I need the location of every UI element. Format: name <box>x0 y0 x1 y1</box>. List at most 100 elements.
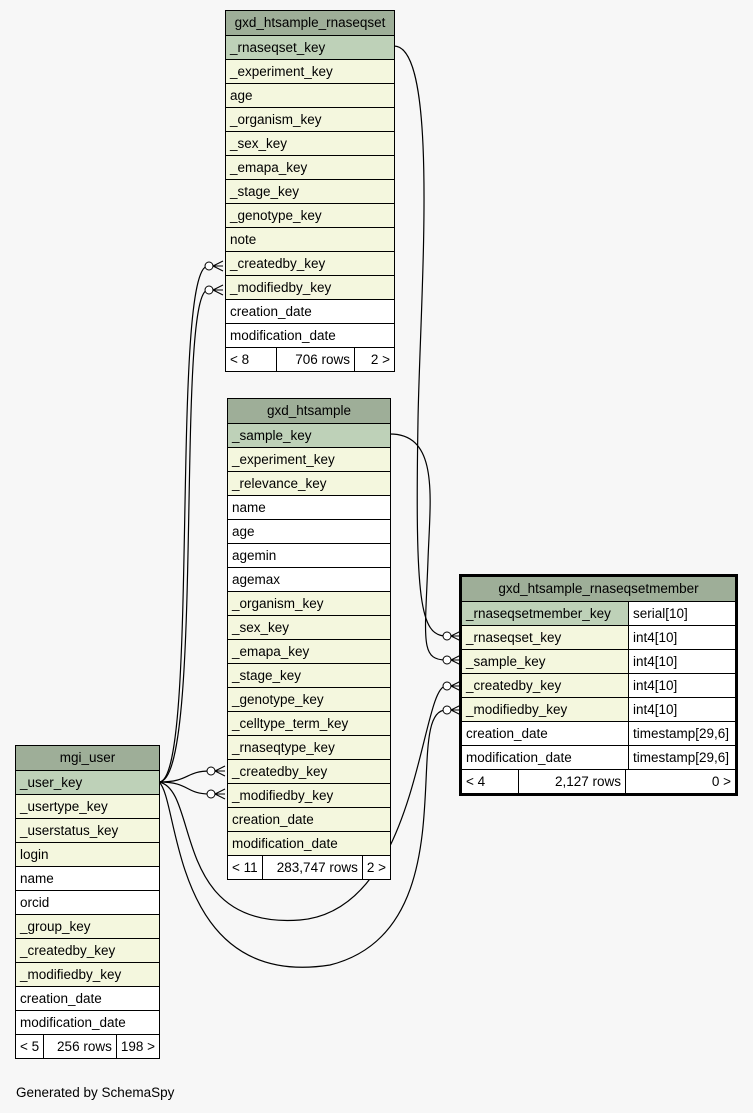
column-row[interactable]: _modifiedby_key <box>226 275 394 299</box>
children-link[interactable]: 198 > <box>115 1035 159 1058</box>
column-row[interactable]: _userstatus_key <box>16 818 159 842</box>
generated-by-label: Generated by SchemaSpy <box>16 1085 175 1100</box>
column-name: _sample_key <box>228 424 390 447</box>
column-row[interactable]: agemin <box>228 543 390 567</box>
column-name: _stage_key <box>226 180 394 203</box>
parents-link[interactable]: < 8 <box>230 352 250 367</box>
zero-or-many-icon <box>442 655 452 665</box>
column-name: _organism_key <box>226 108 394 131</box>
children-link[interactable]: 2 > <box>361 856 390 879</box>
column-name: note <box>226 228 394 251</box>
column-row[interactable]: _celltype_term_key <box>228 711 390 735</box>
zero-or-many-icon <box>204 285 214 295</box>
column-row[interactable]: agemax <box>228 567 390 591</box>
column-row[interactable]: _stage_key <box>226 179 394 203</box>
column-name: _userstatus_key <box>16 819 159 842</box>
column-name: _emapa_key <box>226 156 394 179</box>
parents-link[interactable]: < 5 <box>20 1039 40 1054</box>
table-name[interactable]: gxd_htsample_rnaseqset <box>226 11 394 35</box>
column-row[interactable]: _usertype_key <box>16 794 159 818</box>
zero-or-many-icon <box>442 705 452 715</box>
column-row[interactable]: modification_date <box>226 323 394 347</box>
zero-or-many-icon <box>442 681 452 691</box>
column-row[interactable]: orcid <box>16 890 159 914</box>
column-row[interactable]: _createdby_key <box>228 759 390 783</box>
column-row[interactable]: note <box>226 227 394 251</box>
column-name: _createdby_key <box>16 939 159 962</box>
column-row[interactable]: _relevance_key <box>228 471 390 495</box>
column-name: creation_date <box>226 300 394 323</box>
column-row[interactable]: _sample_key <box>228 423 390 447</box>
column-row[interactable]: age <box>226 83 394 107</box>
column-row[interactable]: _rnaseqtype_key <box>228 735 390 759</box>
table-mgi_user[interactable]: mgi_user_user_key_usertype_key_userstatu… <box>15 745 160 1059</box>
column-row[interactable]: creation_date <box>16 986 159 1010</box>
table-name[interactable]: gxd_htsample_rnaseqsetmember <box>462 577 735 601</box>
column-row[interactable]: creation_date <box>228 807 390 831</box>
crows-foot-icon <box>212 284 224 296</box>
column-row[interactable]: _organism_key <box>228 591 390 615</box>
column-row[interactable]: _experiment_key <box>228 447 390 471</box>
column-row[interactable]: _createdby_key <box>16 938 159 962</box>
column-name: orcid <box>16 891 159 914</box>
column-row[interactable]: _stage_key <box>228 663 390 687</box>
column-name: _group_key <box>16 915 159 938</box>
zero-or-many-icon <box>442 631 452 641</box>
column-name: _modifiedby_key <box>226 276 394 299</box>
column-row[interactable]: _user_key <box>16 770 159 794</box>
parents-link[interactable]: < 11 <box>232 860 258 875</box>
column-name: _rnaseqset_key <box>462 626 628 649</box>
column-name: _stage_key <box>228 664 390 687</box>
row-count: 283,747 rows <box>261 856 362 879</box>
column-name: _createdby_key <box>226 252 394 275</box>
crows-foot-icon <box>214 765 226 777</box>
column-row[interactable]: _organism_key <box>226 107 394 131</box>
column-name: _modifiedby_key <box>462 698 628 721</box>
table-name[interactable]: gxd_htsample <box>228 399 390 423</box>
column-row[interactable]: _modifiedby_key <box>16 962 159 986</box>
column-type: int4[10] <box>628 626 735 649</box>
column-row[interactable]: age <box>228 519 390 543</box>
column-row[interactable]: _modifiedby_key <box>228 783 390 807</box>
column-row[interactable]: _genotype_key <box>228 687 390 711</box>
crows-foot-icon <box>212 260 224 272</box>
parents-link[interactable]: < 4 <box>466 774 486 789</box>
foreign-key-edge <box>393 45 447 637</box>
column-name: _rnaseqsetmember_key <box>462 602 628 625</box>
column-row[interactable]: _emapa_key <box>226 155 394 179</box>
table-name[interactable]: mgi_user <box>16 746 159 770</box>
column-name: _modifiedby_key <box>228 784 390 807</box>
column-row[interactable]: login <box>16 842 159 866</box>
column-name: _rnaseqset_key <box>226 36 394 59</box>
table-gxd_htsample_rnaseqsetmember[interactable]: gxd_htsample_rnaseqsetmember_rnaseqsetme… <box>459 574 738 796</box>
table-header: gxd_htsample <box>228 399 390 423</box>
column-row[interactable]: _group_key <box>16 914 159 938</box>
column-row[interactable]: modification_date <box>16 1010 159 1034</box>
column-name: _celltype_term_key <box>228 712 390 735</box>
column-row[interactable]: _genotype_key <box>226 203 394 227</box>
column-row[interactable]: name <box>228 495 390 519</box>
children-link[interactable]: 0 > <box>625 770 735 793</box>
column-name: _organism_key <box>228 592 390 615</box>
column-name: _modifiedby_key <box>16 963 159 986</box>
column-row[interactable]: name <box>16 866 159 890</box>
children-link[interactable]: 2 > <box>354 348 394 371</box>
column-row[interactable]: _experiment_key <box>226 59 394 83</box>
table-gxd_htsample_rnaseqset[interactable]: gxd_htsample_rnaseqset_rnaseqset_key_exp… <box>225 10 395 372</box>
column-row[interactable]: _rnaseqset_key <box>226 35 394 59</box>
column-row[interactable]: creation_date <box>226 299 394 323</box>
column-row[interactable]: modification_date <box>228 831 390 855</box>
column-row[interactable]: _sex_key <box>226 131 394 155</box>
table-gxd_htsample[interactable]: gxd_htsample_sample_key_experiment_key_r… <box>227 398 391 880</box>
column-row[interactable]: _createdby_key <box>226 251 394 275</box>
column-row[interactable]: _sex_key <box>228 615 390 639</box>
column-row[interactable]: _emapa_key <box>228 639 390 663</box>
